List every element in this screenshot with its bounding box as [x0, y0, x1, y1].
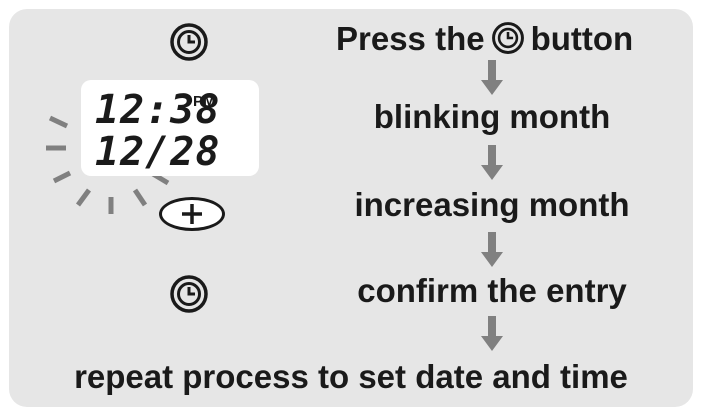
- plus-button[interactable]: [159, 197, 225, 231]
- lcd-date: 12/28: [95, 129, 221, 175]
- lcd-time: 12:38: [95, 87, 221, 133]
- instruction-panel: [9, 9, 693, 407]
- down-arrow-icon: [481, 60, 503, 95]
- down-arrow-icon: [481, 232, 503, 267]
- plus-button-icon: [182, 204, 202, 224]
- lcd-ampm: PM: [193, 93, 216, 110]
- step-press-prefix: Press the: [336, 19, 485, 57]
- step-blinking-month: blinking month: [373, 98, 611, 135]
- footer-instruction: repeat process to set date and time: [74, 358, 628, 395]
- clock-button-icon[interactable]: [169, 22, 209, 62]
- down-arrow-icon: [481, 145, 503, 180]
- step-confirm-entry: confirm the entry: [357, 272, 627, 309]
- lcd-display: 12:38 PM 12/28: [81, 80, 259, 176]
- down-arrow-icon: [481, 316, 503, 351]
- step-increasing-month: increasing month: [354, 186, 630, 223]
- step-press-clock: Press the button: [336, 21, 633, 55]
- clock-button-icon[interactable]: [169, 274, 209, 314]
- clock-button-icon: [491, 22, 524, 54]
- step-press-suffix: button: [530, 19, 634, 57]
